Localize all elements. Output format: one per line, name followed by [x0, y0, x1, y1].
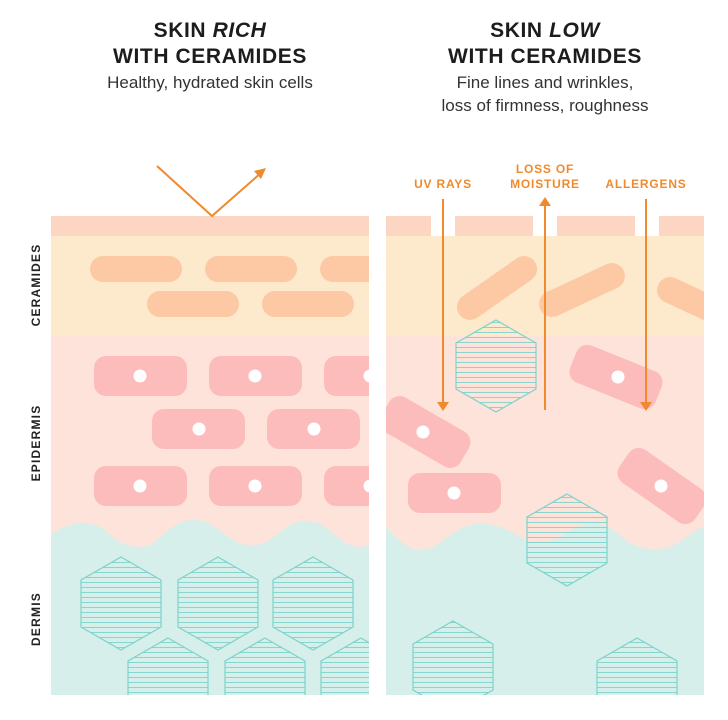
penetration-arrows: [442, 199, 647, 410]
right-skin-panel: [386, 216, 704, 695]
arrow-down-icon: [640, 402, 652, 411]
annotation-allergens: ALLERGENS: [605, 177, 687, 191]
sparse-collagen-hexagons: [412, 493, 678, 695]
reflected-uv-arrow: [156, 165, 266, 218]
epidermal-cells: [94, 356, 369, 506]
right-panel-title: SKIN LOW: [386, 18, 704, 44]
arrow-up-icon: [539, 197, 551, 206]
annotation-uv-rays: UV RAYS: [414, 177, 472, 191]
arrowhead-icon: [254, 168, 266, 179]
ceramide-lipids: [90, 256, 369, 317]
arrow-down-icon: [437, 402, 449, 411]
left-skin-panel: [51, 216, 369, 695]
left-panel-title: SKIN RICH: [51, 18, 369, 44]
left-panel-subtitle: Healthy, hydrated skin cells: [107, 73, 313, 92]
damaged-surface-layer: [386, 216, 704, 236]
disordered-epidermal-cells: [386, 344, 704, 525]
title-emphasis: RICH: [212, 19, 267, 42]
annotation-line: LOSS OF: [515, 162, 575, 176]
right-panel-heading: SKIN LOW WITH CERAMIDES Fine lines and w…: [386, 18, 704, 116]
arrowheads: [437, 197, 652, 411]
annotation-line: MOISTURE: [510, 177, 580, 191]
layer-label-epidermis: EPIDERMIS: [29, 404, 43, 482]
title-prefix: SKIN: [153, 19, 213, 42]
right-panel-subtitle-line2: loss of firmness, roughness: [441, 96, 649, 115]
layer-label-dermis: DERMIS: [29, 592, 43, 646]
left-panel-title-line2: WITH CERAMIDES: [113, 45, 307, 68]
title-emphasis: LOW: [549, 19, 600, 42]
annotation-loss-of-moisture: LOSS OF MOISTURE: [500, 162, 590, 192]
layer-label-ceramides: CERAMIDES: [29, 243, 43, 327]
left-panel-heading: SKIN RICH WITH CERAMIDES Healthy, hydrat…: [51, 18, 369, 93]
right-panel-title-line2: WITH CERAMIDES: [448, 45, 642, 68]
ceramide-layer: [51, 236, 369, 336]
disrupted-ceramide-lipids: [456, 256, 704, 331]
surface-layer: [51, 216, 369, 236]
collagen-hexagons: [80, 556, 369, 695]
right-panel-subtitle-line1: Fine lines and wrinkles,: [456, 73, 634, 92]
displaced-collagen-hexagon: [455, 319, 537, 413]
title-prefix: SKIN: [490, 19, 550, 42]
